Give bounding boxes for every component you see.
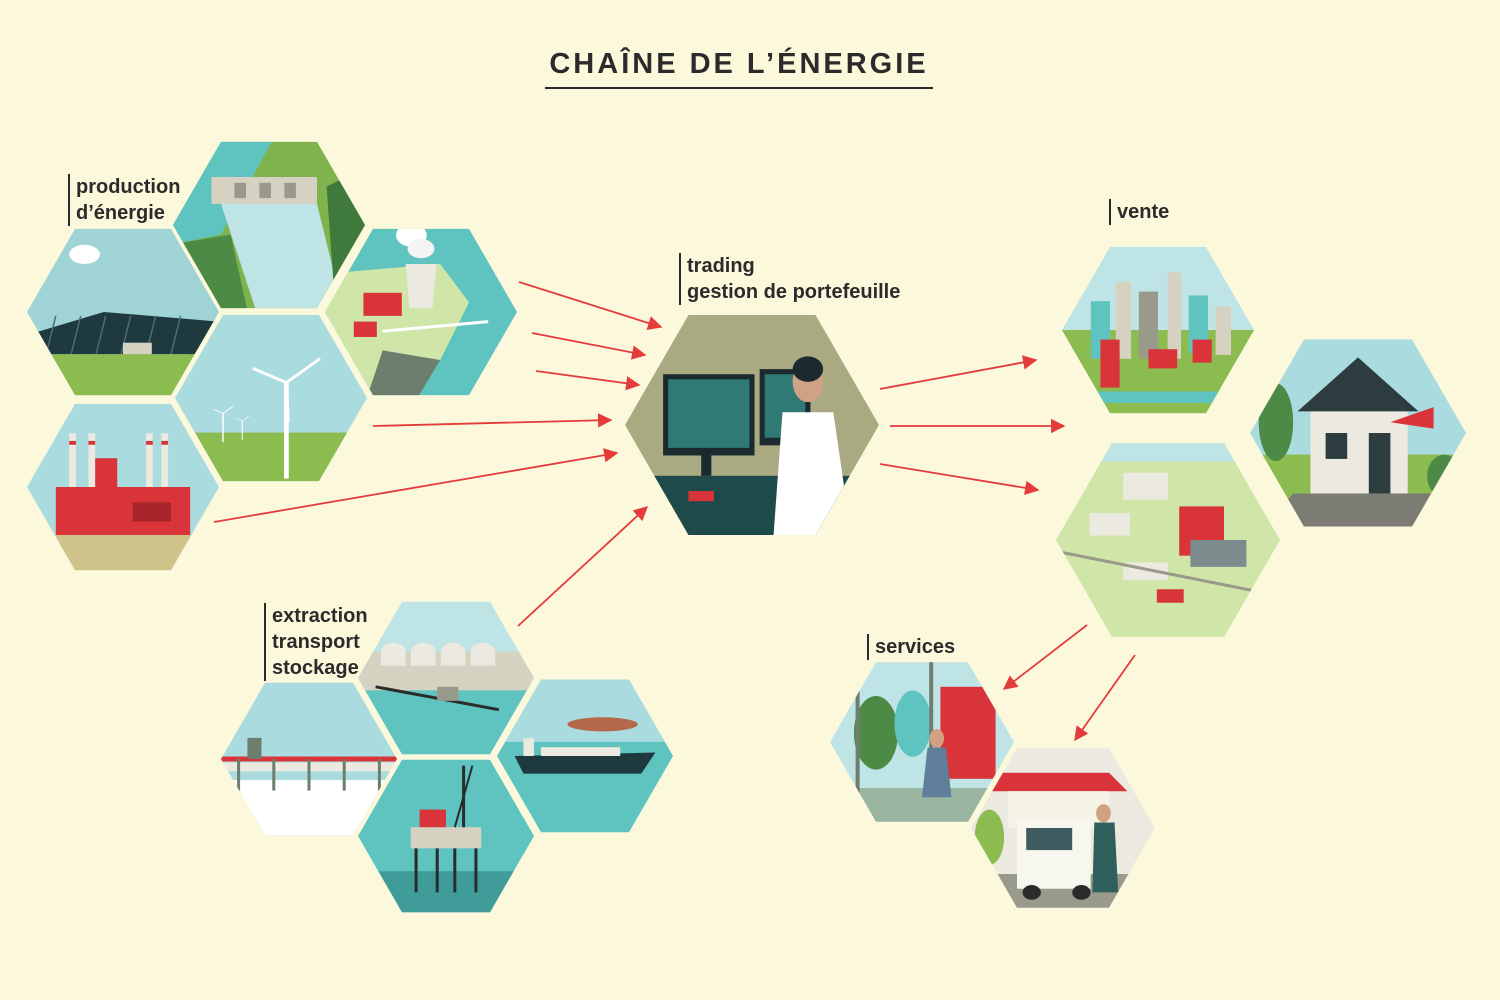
arrow-production-4 [372,413,613,428]
label-vente: vente [1109,199,1169,225]
trader-desk-tile [625,315,879,535]
arrow-production-3 [535,370,641,391]
label-production-line1: production [76,176,181,198]
arrow-vente-1 [879,355,1038,390]
label-production-line2: d’énergie [76,202,165,224]
page-title: CHAÎNE DE L’ÉNERGIE [545,48,933,89]
label-vente-line1: vente [1117,201,1170,223]
offshore-platform-tile [358,759,534,913]
pipeline-snow-tile [221,682,397,836]
label-production: production d’énergie [68,174,180,226]
arrow-services-2 [1074,654,1136,742]
label-extraction: extraction transport stockage [264,603,368,681]
city-tile [1062,246,1254,414]
arrow-production-2 [531,332,647,360]
arrow-vente-3 [879,463,1040,496]
label-trading-line1: trading [687,255,755,277]
label-trading-line2: gestion de portefeuille [687,281,901,303]
label-extraction-line1: extraction [272,605,368,627]
label-extraction-line3: stockage [272,657,359,679]
arrow-services-1 [1002,624,1088,690]
label-services-line1: services [875,636,956,658]
label-services: services [867,634,955,660]
label-extraction-line2: transport [272,631,360,653]
arrow-production-1 [518,281,663,330]
nuclear-plant-tile [325,228,517,396]
industrial-park-tile [1056,443,1280,637]
label-trading: trading gestion de portefeuille [679,253,900,305]
arrow-extraction [517,506,649,627]
arrow-production-5 [213,448,619,523]
house-tile [1250,339,1466,527]
